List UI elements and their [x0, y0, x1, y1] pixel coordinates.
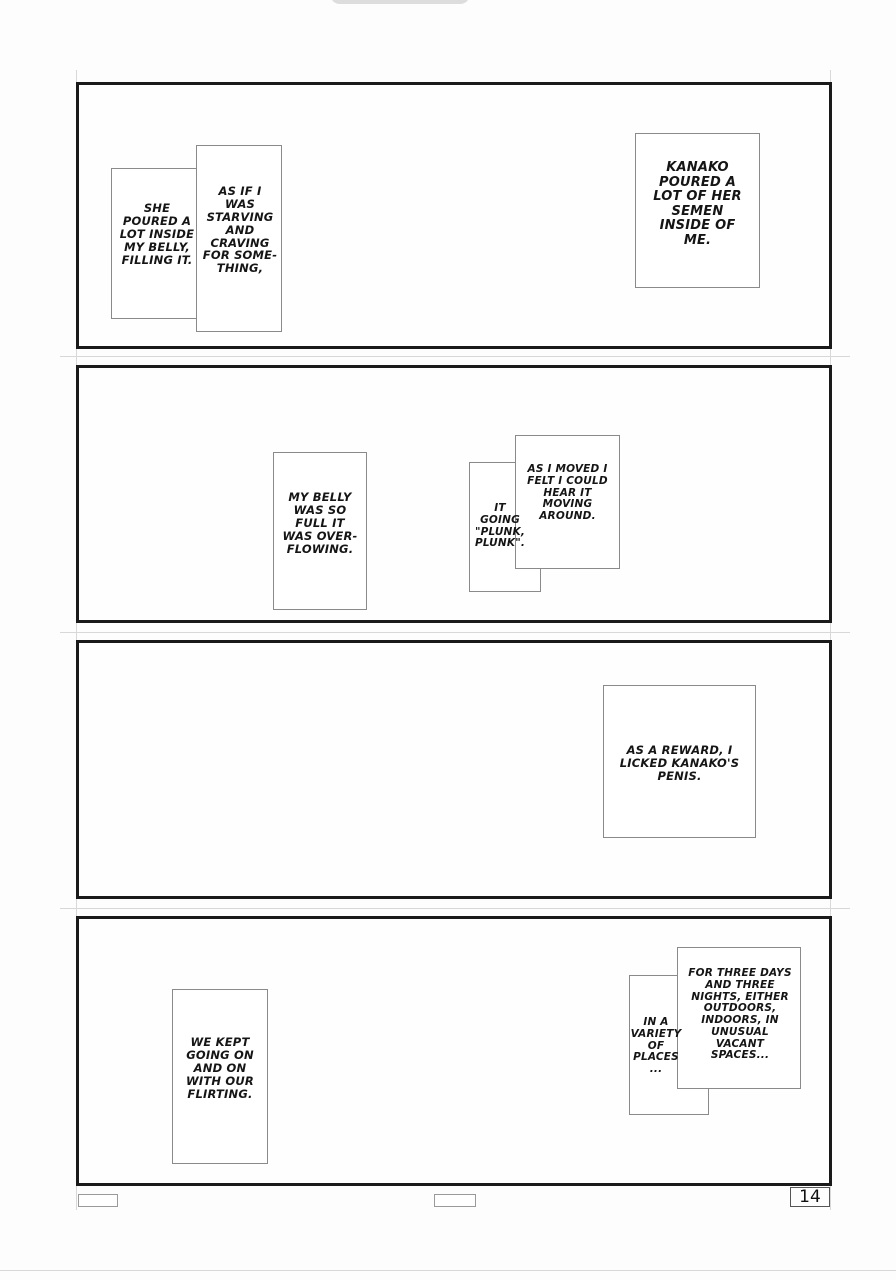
caption-box-left-a [111, 168, 201, 319]
caption-text: AS A REWARD, I LICKED KANAKO'S PENIS. [619, 743, 740, 783]
scan-edge [0, 1270, 896, 1271]
trim-guide-row-3 [60, 908, 850, 909]
trim-guide-row-1 [60, 356, 850, 357]
panel-1: SHE POURED A LOT INSIDE MY BELLY, FILLIN… [76, 82, 832, 349]
registration-mark-center [434, 1194, 476, 1207]
caption-text: MY BELLY WAS SO FULL IT WAS OVER- FLOWIN… [282, 490, 358, 556]
caption-text: AS IF I WAS STARVING AND CRAVING FOR SOM… [202, 184, 278, 276]
caption-box-left-b [196, 145, 282, 332]
registration-mark-left [78, 1194, 118, 1207]
panel-3: AS A REWARD, I LICKED KANAKO'S PENIS. [76, 640, 832, 899]
caption-text: AS I MOVED I FELT I COULD HEAR IT MOVING… [527, 463, 608, 522]
caption-box-left [273, 452, 367, 610]
trim-guide-row-2 [60, 632, 850, 633]
caption-box-right [635, 133, 760, 288]
caption-text: IN A VARIETY OF PLACES ... [630, 1016, 682, 1075]
caption-box-left [172, 989, 268, 1164]
scan-shadow [330, 0, 470, 4]
caption-text: SHE POURED A LOT INSIDE MY BELLY, FILLIN… [119, 201, 195, 267]
caption-text: KANAKO POURED A LOT OF HER SEMEN INSIDE … [653, 160, 742, 248]
caption-box-right-b [677, 947, 801, 1089]
caption-box-right-b [515, 435, 620, 569]
caption-text: WE KEPT GOING ON AND ON WITH OUR FLIRTIN… [185, 1035, 254, 1101]
caption-text: FOR THREE DAYS AND THREE NIGHTS, EITHER … [688, 967, 792, 1062]
panel-4: WE KEPT GOING ON AND ON WITH OUR FLIRTIN… [76, 916, 832, 1186]
panel-2: MY BELLY WAS SO FULL IT WAS OVER- FLOWIN… [76, 365, 832, 623]
page-number: 14 [790, 1187, 830, 1207]
caption-box [603, 685, 756, 838]
caption-text: IT GOING "PLUNK, PLUNK". [474, 502, 526, 550]
